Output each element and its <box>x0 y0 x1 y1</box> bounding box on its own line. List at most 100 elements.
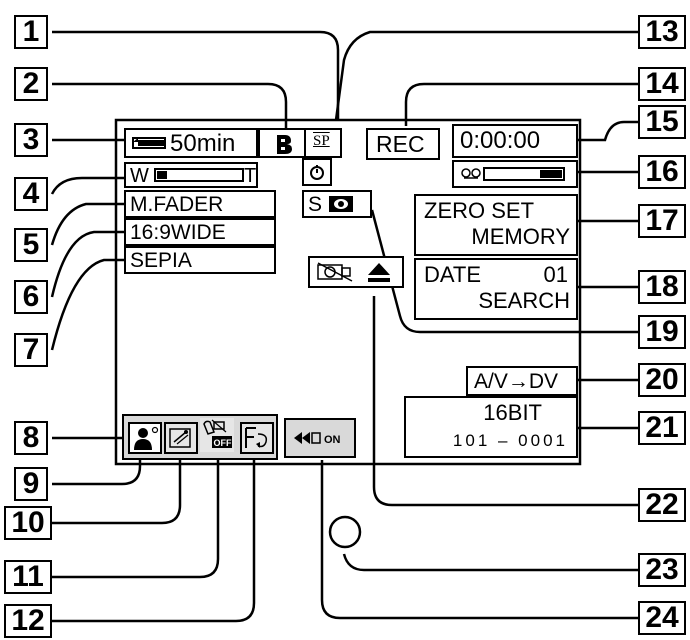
screen-frame <box>114 118 582 466</box>
callout-3: 3 <box>14 123 48 157</box>
mfader-label: M.FADER <box>130 193 224 216</box>
timecode-box: 0:00:00 <box>452 124 578 158</box>
edit-search-box: ON <box>284 418 356 458</box>
line-23 <box>342 553 640 572</box>
line-1 <box>52 30 340 120</box>
callout-18: 18 <box>638 270 686 304</box>
wide-box: 16:9WIDE <box>124 218 276 246</box>
callout-22: 22 <box>638 488 686 522</box>
portrait-icon-box <box>128 422 162 454</box>
sp-box: SP <box>304 128 342 158</box>
callout-12: 12 <box>4 604 52 638</box>
battery-time: 50min <box>170 130 236 157</box>
line-14 <box>404 82 640 126</box>
off-label: OFF <box>214 438 232 448</box>
callout-7: 7 <box>14 333 48 367</box>
callout-6: 6 <box>14 280 48 314</box>
zoom-bar <box>154 168 244 182</box>
portrait-icon <box>134 426 159 450</box>
super-nightshot-icon <box>329 196 353 212</box>
line-11 <box>52 460 220 579</box>
callout-21: 21 <box>638 411 686 445</box>
zero-set-box: ZERO SET MEMORY <box>414 194 578 256</box>
zoom-box: W T <box>124 162 258 188</box>
line-13 <box>334 30 640 121</box>
callout-11: 11 <box>4 560 52 594</box>
callout-13: 13 <box>638 15 686 49</box>
zoom-t: T <box>244 165 257 187</box>
spotlight-icon-box <box>164 422 198 454</box>
callout-17: 17 <box>638 204 686 238</box>
line-15 <box>578 120 640 142</box>
av-dv-label: A/V→DV <box>474 370 559 393</box>
line-24 <box>320 460 640 620</box>
line-6 <box>50 230 124 298</box>
sepia-box: SEPIA <box>124 246 276 274</box>
line-7 <box>50 258 124 351</box>
wide-label: 16:9WIDE <box>130 221 226 244</box>
lens-cover-icon <box>317 262 353 282</box>
spotlight-icon <box>169 428 191 448</box>
bit-label: 16BIT <box>483 400 542 425</box>
record-mode-box <box>258 128 306 158</box>
zero-set-line1: ZERO SET <box>424 198 535 223</box>
callout-10: 10 <box>4 506 52 540</box>
sp-label: SP <box>313 133 330 149</box>
mfader-box: M.FADER <box>124 190 276 218</box>
tape-box <box>452 160 578 188</box>
callout-19: 19 <box>638 315 686 349</box>
bottom-icon-strip: OFF <box>122 414 278 460</box>
manual-focus-icon-box <box>240 422 274 454</box>
steadyshot-icon-box: OFF <box>200 418 234 452</box>
edit-search-icon: ON <box>294 432 341 446</box>
rec-label: REC <box>376 131 425 157</box>
callout-5: 5 <box>14 228 48 262</box>
line-2 <box>52 82 288 130</box>
battery-icon <box>132 137 166 149</box>
callout-9: 9 <box>14 467 48 501</box>
super-nightshot-box: S <box>302 190 372 218</box>
callout-23: 23 <box>638 553 686 587</box>
callout-14: 14 <box>638 67 686 101</box>
callout-2: 2 <box>14 67 48 101</box>
timecode: 0:00:00 <box>460 127 541 154</box>
lens-eject-box <box>308 256 404 288</box>
eject-icon <box>368 263 390 282</box>
search-label: SEARCH <box>478 288 570 313</box>
av-dv-box: A/V→DV <box>466 366 578 396</box>
line-9 <box>52 460 142 486</box>
line-22 <box>372 296 640 507</box>
on-label: ON <box>324 434 341 446</box>
date-label: DATE <box>424 262 482 287</box>
line-4 <box>50 176 124 195</box>
zoom-w: W <box>130 165 149 187</box>
callout-4: 4 <box>14 177 48 211</box>
sepia-label: SEPIA <box>130 249 192 272</box>
callout-24: 24 <box>638 601 686 635</box>
steadyshot-off-icon: OFF <box>203 419 232 448</box>
self-timer-box <box>302 158 332 186</box>
self-timer-icon <box>310 165 324 180</box>
record-mode-icon <box>277 135 292 154</box>
callout-16: 16 <box>638 155 686 189</box>
line-5 <box>50 202 124 246</box>
line-10 <box>52 460 182 525</box>
callout-20: 20 <box>638 363 686 397</box>
tape-remaining-icon <box>461 167 565 181</box>
circle-icon <box>328 515 362 549</box>
battery-box: 50min <box>124 128 258 158</box>
s-label: S <box>308 193 323 216</box>
callout-1: 1 <box>14 15 48 49</box>
line-19 <box>370 209 640 334</box>
folder-file-number: 101 – 0001 <box>452 431 568 450</box>
callout-15: 15 <box>638 105 686 139</box>
callout-8: 8 <box>14 421 48 455</box>
bit-folder-box: 16BIT 101 – 0001 <box>404 396 578 458</box>
manual-focus-icon <box>245 427 268 448</box>
date-search-box: DATE 01 SEARCH <box>414 258 578 320</box>
line-12 <box>52 460 256 623</box>
date-number: 01 <box>543 262 568 287</box>
rec-box: REC <box>366 128 440 160</box>
